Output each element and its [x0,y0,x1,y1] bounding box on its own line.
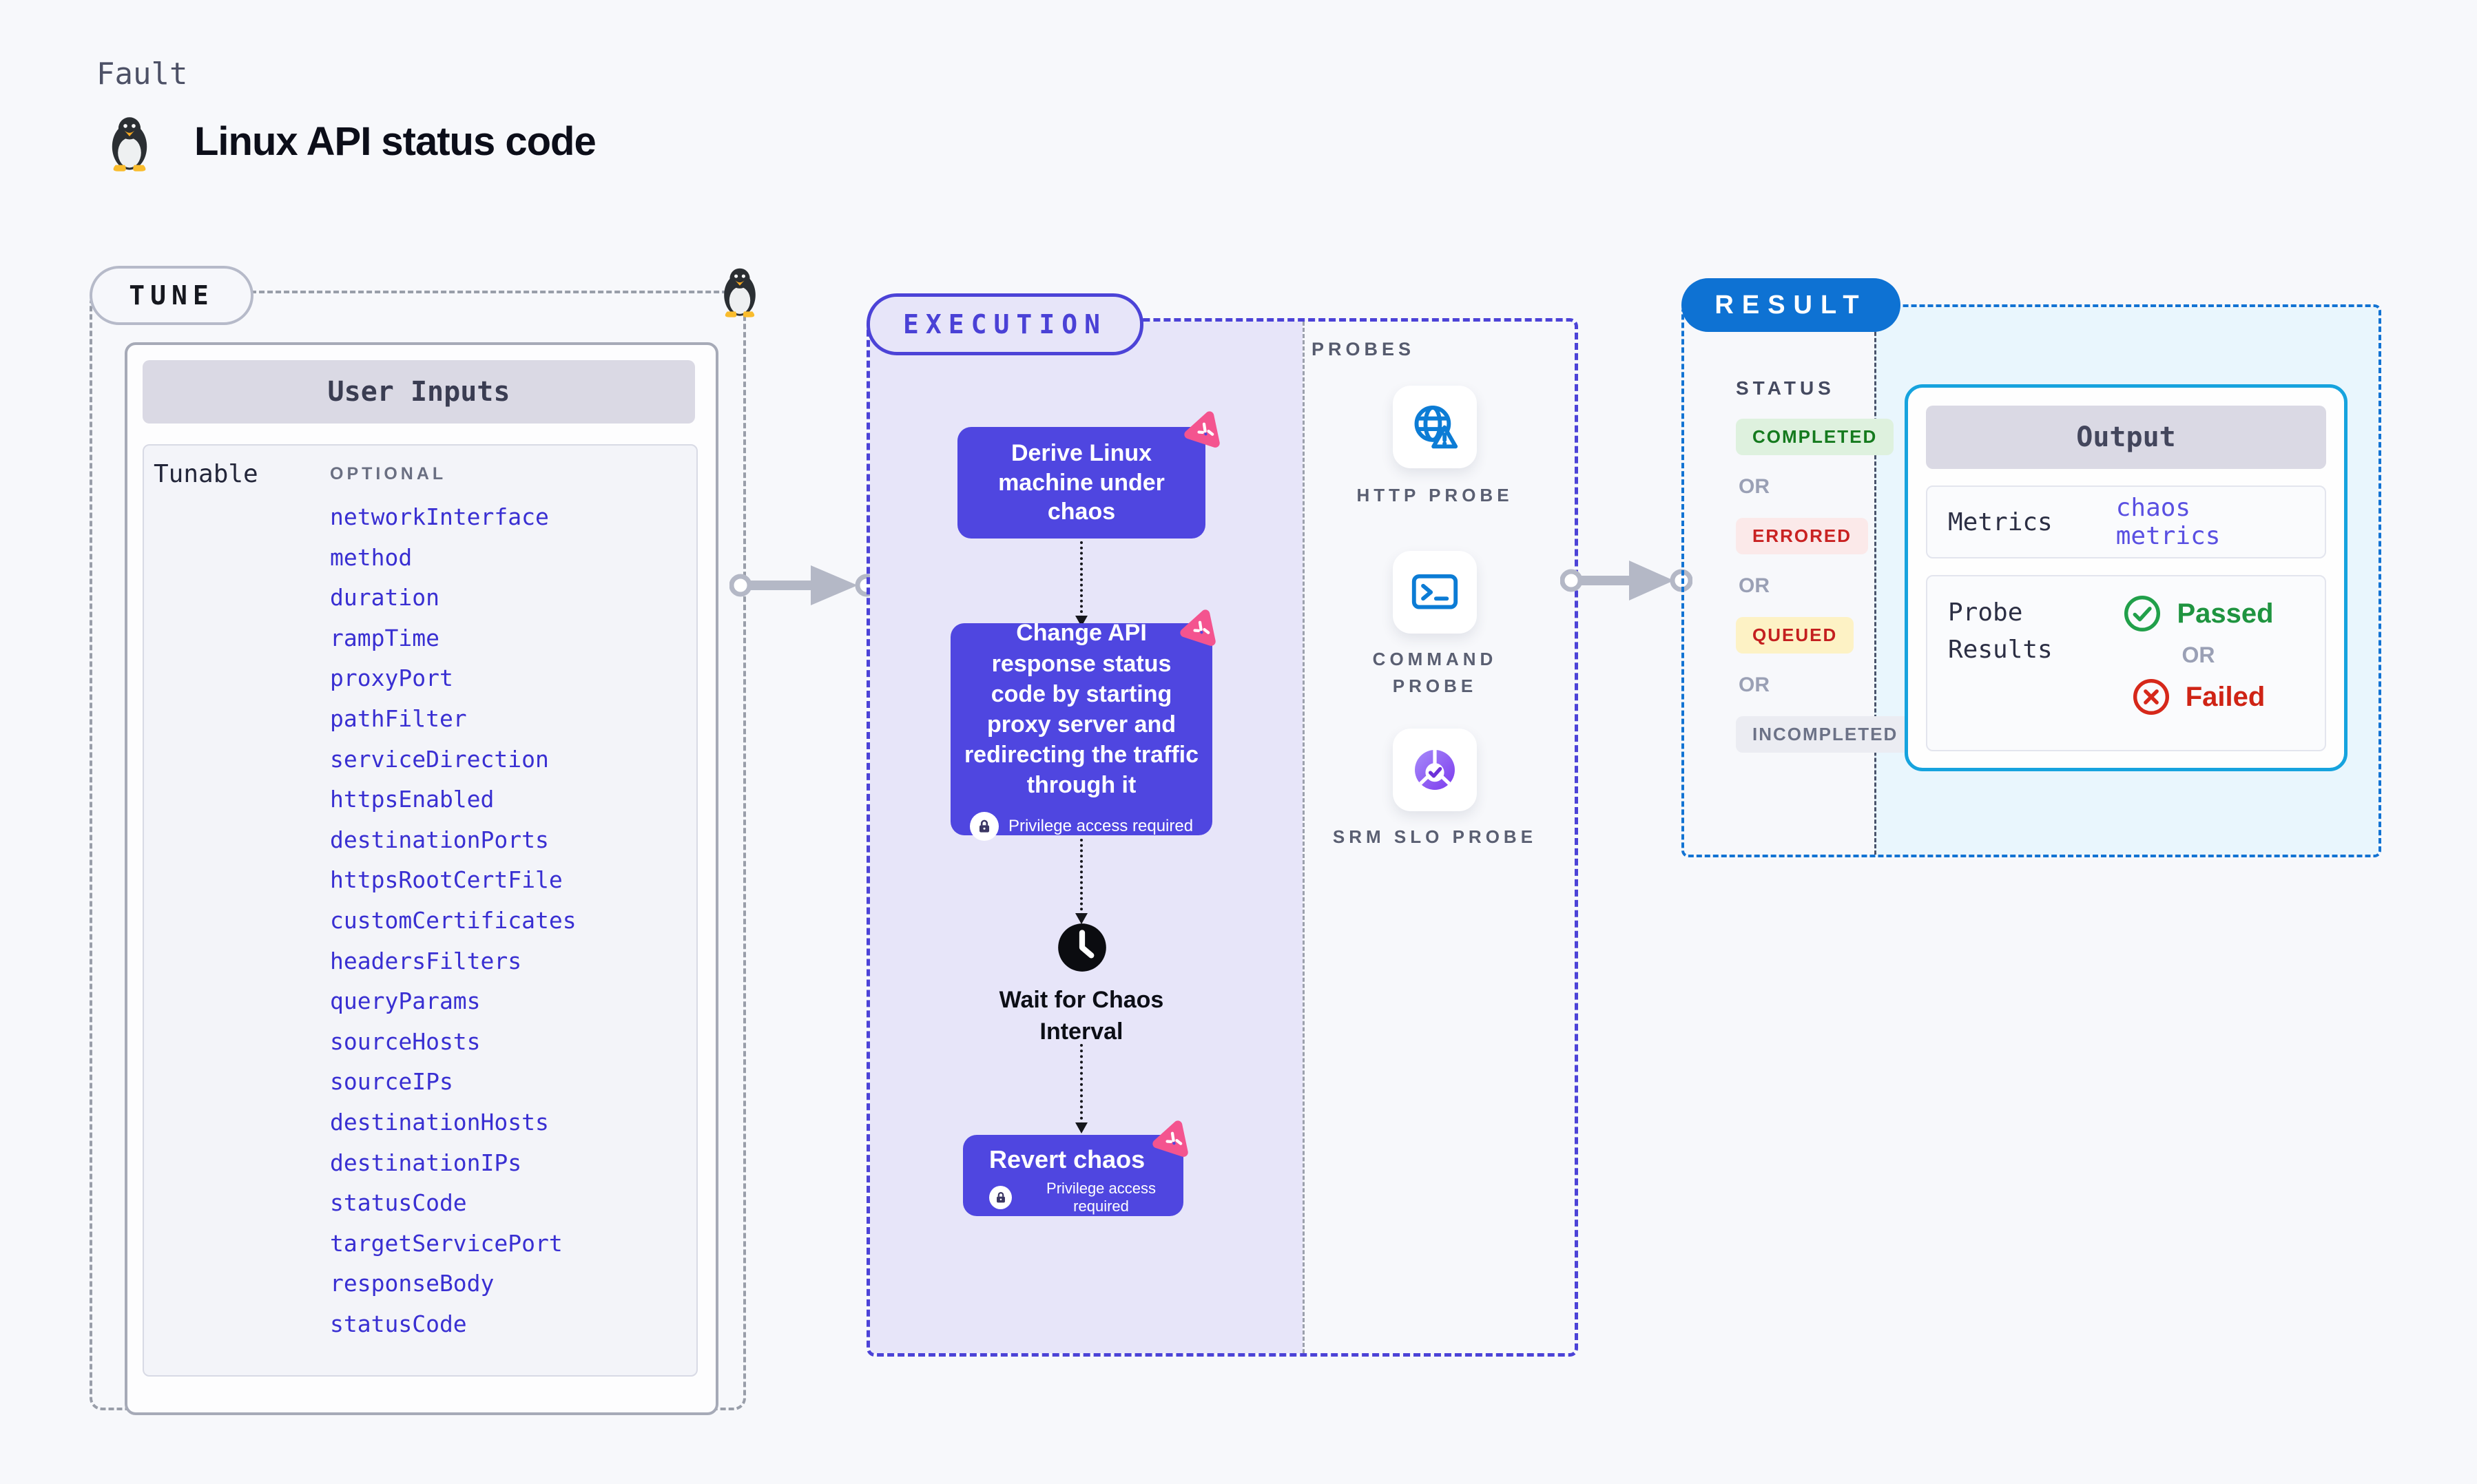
or-separator: OR [1739,673,1770,696]
fault-eyebrow: Fault [96,56,188,92]
tunables-list: networkInterface method duration rampTim… [330,497,688,1344]
step-change-status-code-label: Change API response status code by start… [964,620,1199,799]
status-column-label: STATUS [1736,377,1835,399]
probe-results-label: Probe Results [1948,598,2053,664]
or-separator: OR [1739,574,1770,597]
tunable-link[interactable]: destinationPorts [330,826,549,853]
probe-results-values: Passed OR Failed [2093,594,2304,732]
linux-penguin-icon [101,109,158,175]
step-revert-chaos: Revert chaos Privilege access required [963,1135,1183,1216]
probe-card-srm-slo [1393,729,1477,811]
probe-label-srm-slo: SRM SLO PROBE [1332,826,1537,847]
tune-pill: TUNE [90,266,253,325]
x-circle-icon [2132,678,2170,716]
step-change-status-code: Change API response status code by start… [951,620,1212,841]
terminal-icon [1409,567,1460,618]
tunable-link[interactable]: httpsRootCertFile [330,866,563,894]
tunable-link[interactable]: rampTime [330,624,439,651]
status-badge-queued: QUEUED [1736,617,1854,654]
globe-warning-icon [1409,401,1460,452]
flow-arrow-tune-to-execution [729,565,878,605]
failed-label: Failed [2185,681,2266,712]
status-badge-completed: COMPLETED [1736,419,1894,455]
step-revert-chaos-label: Revert chaos [989,1145,1146,1173]
result-pill: RESULT [1681,278,1900,332]
lock-icon [989,1186,1013,1209]
or-separator: OR [1739,475,1770,498]
tunable-link[interactable]: sourceHosts [330,1027,481,1055]
step-derive-machine: Derive Linux machine under chaos [957,427,1205,539]
flow-arrow-execution-to-result [1560,561,1692,600]
tunable-link[interactable]: statusCode [330,1310,467,1337]
privilege-note: Privilege access required [969,811,1194,841]
probe-label-http: HTTP PROBE [1356,485,1513,505]
passed-line: Passed [2123,594,2274,633]
tunable-link[interactable]: sourceIPs [330,1068,453,1096]
tunable-link[interactable]: httpsEnabled [330,786,495,813]
output-card: Output Metrics chaos metrics Probe Resul… [1905,384,2348,771]
probes-panel [1303,322,1575,1353]
status-badge-incompleted: INCOMPLETED [1736,716,1915,753]
check-circle-icon [2123,594,2162,633]
tunable-link[interactable]: statusCode [330,1189,467,1217]
execution-pill: EXECUTION [867,293,1143,355]
output-header: Output [1926,406,2326,469]
flow-connector [1080,1044,1083,1125]
probes-section-label: PROBES [1312,339,1416,359]
wait-for-chaos-label: Wait for Chaos Interval [999,987,1164,1045]
tunable-link[interactable]: networkInterface [330,503,549,530]
metrics-row: Metrics chaos metrics [1926,485,2326,558]
page-title: Linux API status code [194,119,597,164]
chaos-logo-badge [1183,406,1227,450]
status-badge-errored: ERRORED [1736,518,1869,554]
slo-donut-check-icon [1409,744,1460,795]
probe-results-row: Probe Results Passed OR Failed [1926,575,2326,751]
linux-penguin-corner-icon [714,260,766,321]
chaos-logo-badge [1152,1116,1196,1160]
tunable-link[interactable]: duration [330,584,439,612]
flow-connector-arrowhead [1075,1122,1088,1133]
probe-card-http [1393,386,1477,468]
lock-icon [969,811,999,841]
chaos-logo-badge [1179,605,1223,649]
passed-label: Passed [2177,598,2274,629]
tunable-link[interactable]: method [330,543,413,571]
failed-line: Failed [2132,678,2266,716]
tunable-link[interactable]: proxyPort [330,665,453,692]
privilege-note-label: Privilege access required [1046,1180,1156,1215]
tunable-link[interactable]: pathFilter [330,704,467,732]
user-inputs-body [143,444,698,1377]
tunable-link[interactable]: queryParams [330,987,481,1015]
tunable-link[interactable]: responseBody [330,1270,495,1297]
flow-connector-arrowhead [1075,913,1088,924]
probe-label-command: COMMAND PROBE [1372,649,1497,696]
tunable-link[interactable]: serviceDirection [330,745,549,773]
privilege-note-label: Privilege access required [1008,816,1194,835]
privilege-note: Privilege access required [989,1180,1183,1215]
flow-connector [1080,541,1083,618]
or-separator: OR [2181,642,2215,667]
tunable-link[interactable]: targetServicePort [330,1229,563,1257]
probe-card-command [1393,551,1477,634]
tunable-link[interactable]: headersFilters [330,947,522,974]
tunable-link[interactable]: destinationHosts [330,1108,549,1136]
metrics-value-link[interactable]: chaos metrics [2115,494,2221,550]
user-inputs-header: User Inputs [143,360,695,424]
wait-clock-icon [1056,921,1108,974]
flow-connector [1080,839,1083,916]
metrics-label: Metrics [1948,508,2053,536]
tunable-link[interactable]: customCertificates [330,906,577,934]
tunable-row-label: Tunable [154,460,258,488]
optional-tag: OPTIONAL [330,464,447,483]
step-derive-machine-label: Derive Linux machine under chaos [998,440,1165,525]
tunable-link[interactable]: destinationIPs [330,1149,522,1176]
